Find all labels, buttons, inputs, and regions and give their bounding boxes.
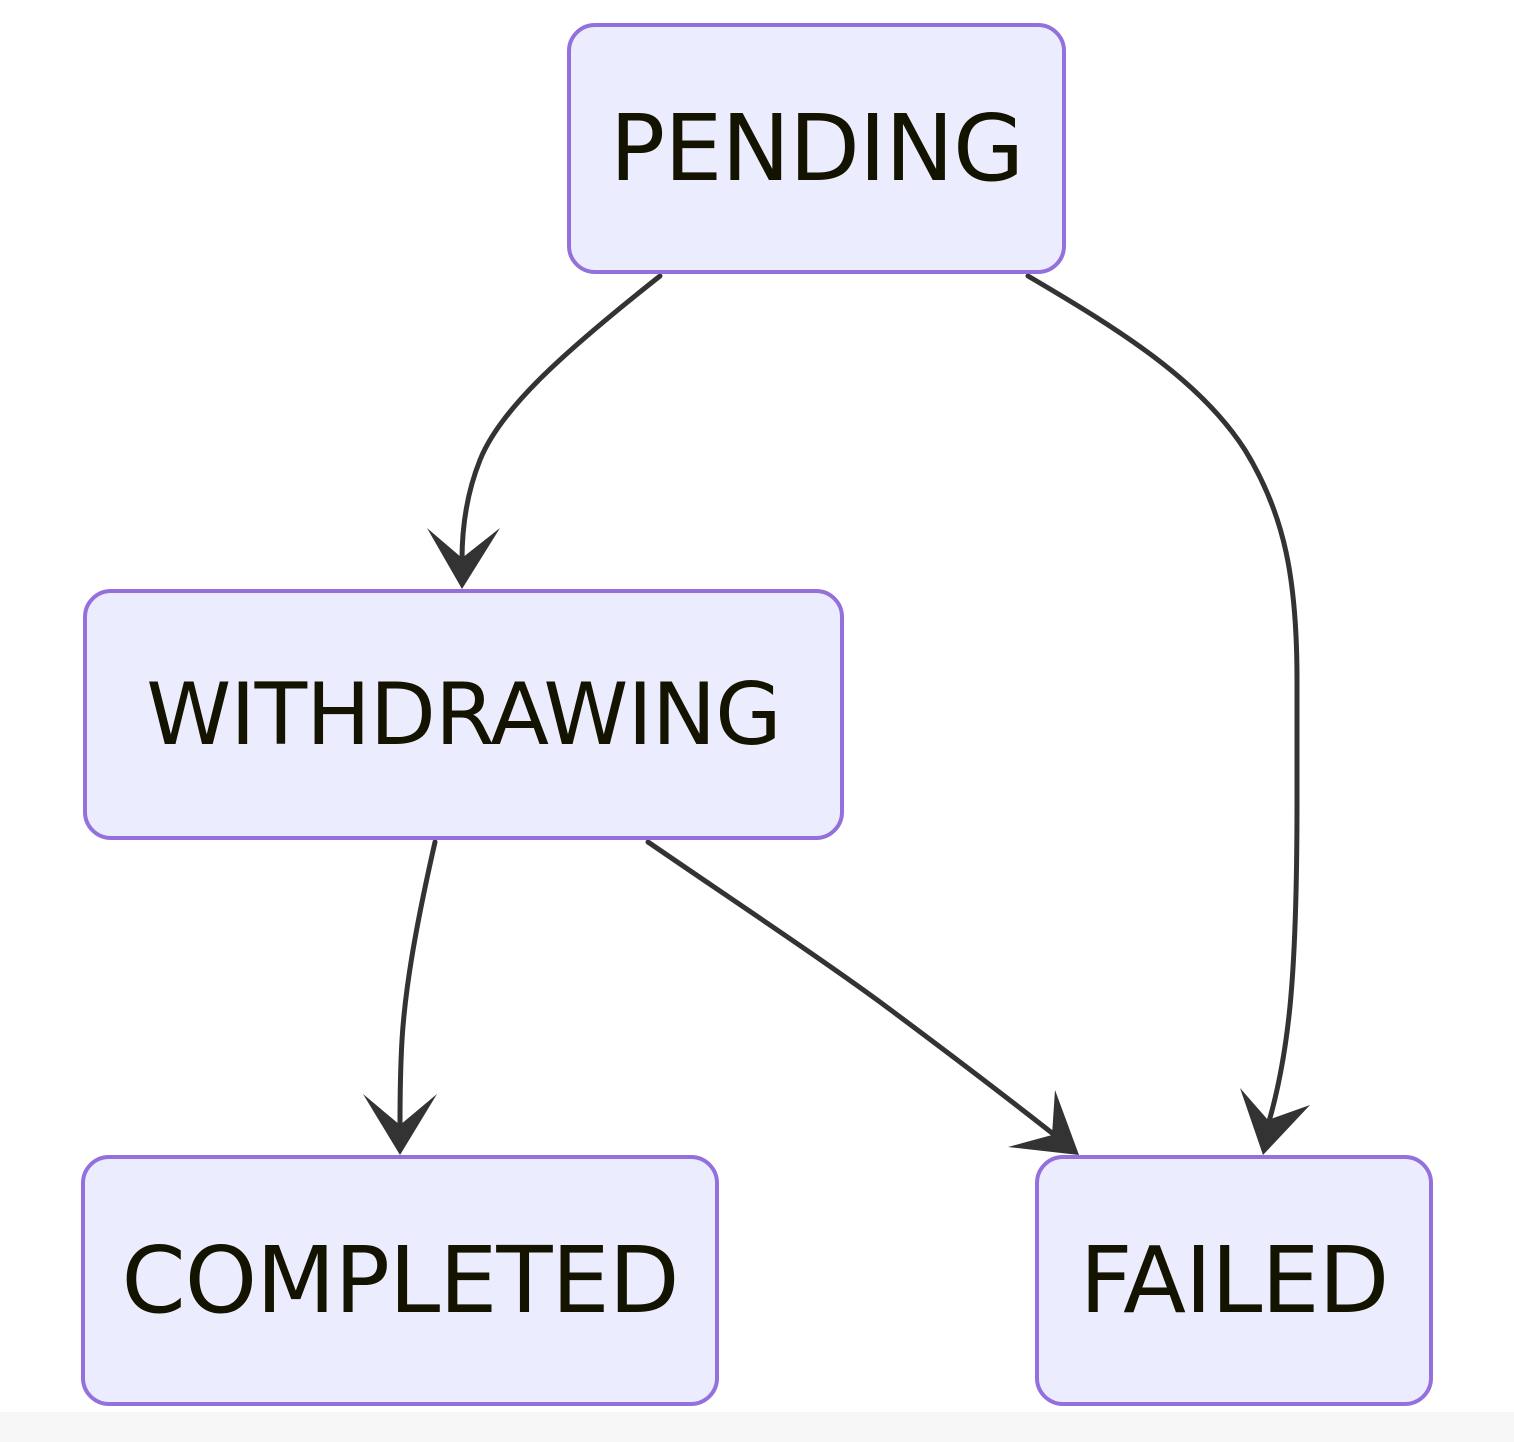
state-label-failed: FAILED <box>1079 1227 1390 1334</box>
edge-withdrawing-to-completed <box>397 839 438 1128</box>
arrowhead-withdrawing-to-failed <box>1008 1090 1079 1155</box>
state-label-pending: PENDING <box>609 95 1025 202</box>
edge-withdrawing-to-failed <box>645 839 1055 1136</box>
state-label-withdrawing: WITHDRAWING <box>146 664 782 765</box>
state-node-failed: FAILED <box>1035 1155 1433 1406</box>
state-node-pending: PENDING <box>567 23 1066 274</box>
state-node-completed: COMPLETED <box>81 1155 719 1406</box>
edge-pending-to-failed <box>1025 273 1300 1128</box>
edge-pending-to-withdrawing <box>459 273 663 563</box>
state-label-completed: COMPLETED <box>121 1227 679 1334</box>
arrowhead-pending-to-failed <box>1240 1088 1310 1155</box>
bottom-margin-strip <box>0 1412 1514 1442</box>
arrowhead-pending-to-withdrawing <box>427 528 500 589</box>
arrowhead-withdrawing-to-completed <box>363 1094 437 1155</box>
state-node-withdrawing: WITHDRAWING <box>83 589 844 840</box>
